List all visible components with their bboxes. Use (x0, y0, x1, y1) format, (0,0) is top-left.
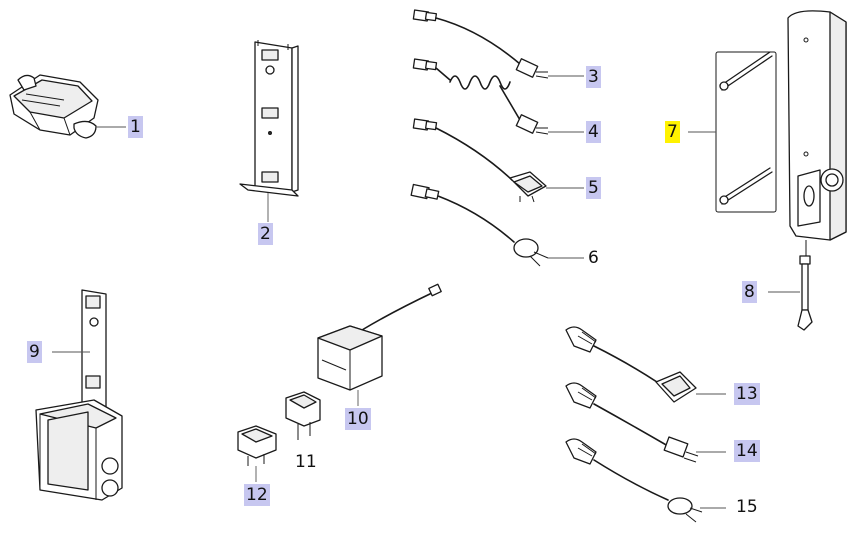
device-housing (787, 10, 847, 241)
callout-5: 5 (586, 177, 601, 199)
part-12-plug-adapter (237, 425, 277, 466)
callout-3: 3 (586, 66, 601, 88)
callout-1: 1 (128, 116, 143, 138)
callout-8: 8 (742, 281, 757, 303)
part-13-cable (565, 326, 697, 403)
callout-12: 12 (244, 484, 270, 506)
part-9-docking-station (35, 289, 123, 501)
callout-2: 2 (258, 223, 273, 245)
callout-10: 10 (345, 408, 371, 430)
part-10-adapter (317, 283, 442, 391)
callout-13: 13 (734, 383, 760, 405)
part-3-power-cable (412, 9, 549, 79)
part-11-plug-adapter (285, 391, 321, 440)
callout-4: 4 (586, 121, 601, 143)
part-15-cable (565, 438, 703, 523)
part-2-wall-bracket (239, 40, 299, 197)
callout-11: 11 (295, 452, 317, 472)
callout-6: 6 (588, 248, 599, 268)
part-4-coiled-cable (412, 58, 549, 135)
callout-7: 7 (665, 121, 680, 143)
callout-9: 9 (27, 341, 42, 363)
callout-14: 14 (734, 440, 760, 462)
part-7-screws (715, 51, 777, 213)
part-6-au-cable (410, 183, 549, 267)
part-1-clip (9, 74, 99, 139)
part-8-probe (797, 240, 813, 331)
callout-15: 15 (736, 497, 758, 517)
part-5-uk-cable (412, 118, 547, 203)
part-14-cable (565, 382, 699, 463)
